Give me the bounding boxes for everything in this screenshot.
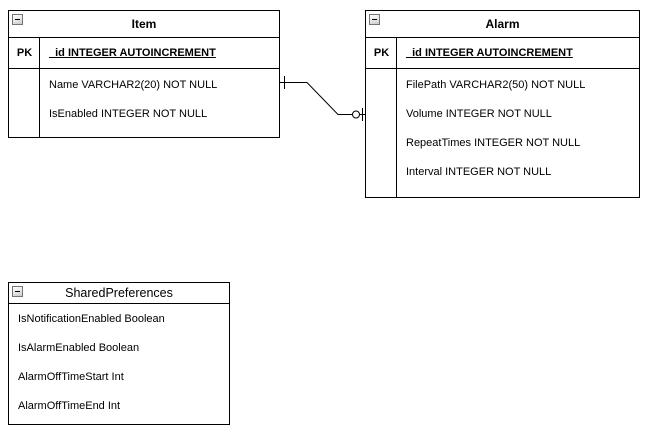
entity-sharedpreferences[interactable]: SharedPreferences IsNotificationEnabled … <box>8 282 230 425</box>
entity-alarm[interactable]: Alarm PK _id INTEGER AUTOINCREMENT FileP… <box>365 10 640 198</box>
entity-sharedpreferences-body: IsNotificationEnabled Boolean IsAlarmEna… <box>9 304 229 421</box>
attribute-row: RepeatTimes INTEGER NOT NULL <box>406 137 581 149</box>
entity-item[interactable]: Item PK _id INTEGER AUTOINCREMENT Name V… <box>8 10 280 138</box>
collapse-icon[interactable] <box>12 14 23 25</box>
entity-sharedpreferences-title: SharedPreferences <box>65 286 173 300</box>
entity-item-pk-row: PK _id INTEGER AUTOINCREMENT <box>9 38 279 69</box>
attribute-row: AlarmOffTimeStart Int <box>18 371 124 383</box>
collapse-icon[interactable] <box>12 286 23 297</box>
minus-icon <box>372 19 377 20</box>
entity-alarm-header: Alarm <box>366 11 639 38</box>
attribute-row: Name VARCHAR2(20) NOT NULL <box>49 79 218 91</box>
minus-icon <box>15 291 20 292</box>
entity-alarm-pk-row: PK _id INTEGER AUTOINCREMENT <box>366 38 639 69</box>
pk-label: PK <box>16 47 33 59</box>
pk-field: _id INTEGER AUTOINCREMENT <box>406 47 573 59</box>
attribute-row: IsAlarmEnabled Boolean <box>18 342 140 354</box>
attribute-row: AlarmOffTimeEnd Int <box>18 400 121 412</box>
entity-alarm-body: FilePath VARCHAR2(50) NOT NULL Volume IN… <box>366 69 639 187</box>
attribute-row: IsNotificationEnabled Boolean <box>18 313 165 325</box>
collapse-icon[interactable] <box>369 14 380 25</box>
attribute-row: Interval INTEGER NOT NULL <box>406 166 552 178</box>
entity-item-body: Name VARCHAR2(20) NOT NULL IsEnabled INT… <box>9 69 279 129</box>
attribute-row: Volume INTEGER NOT NULL <box>406 108 552 120</box>
entity-alarm-title: Alarm <box>485 17 520 31</box>
pk-field: _id INTEGER AUTOINCREMENT <box>49 47 216 59</box>
entity-item-title: Item <box>131 17 157 31</box>
attribute-row: IsEnabled INTEGER NOT NULL <box>49 108 208 120</box>
relationship-line[interactable] <box>280 82 365 115</box>
cardinality-zero-circle-icon <box>352 110 360 119</box>
minus-icon <box>15 19 20 20</box>
pk-label: PK <box>373 47 390 59</box>
pk-column-divider <box>39 38 40 137</box>
entity-sharedpreferences-header: SharedPreferences <box>9 283 229 304</box>
entity-item-header: Item <box>9 11 279 38</box>
attribute-row: FilePath VARCHAR2(50) NOT NULL <box>406 79 586 91</box>
pk-column-divider <box>396 38 397 197</box>
